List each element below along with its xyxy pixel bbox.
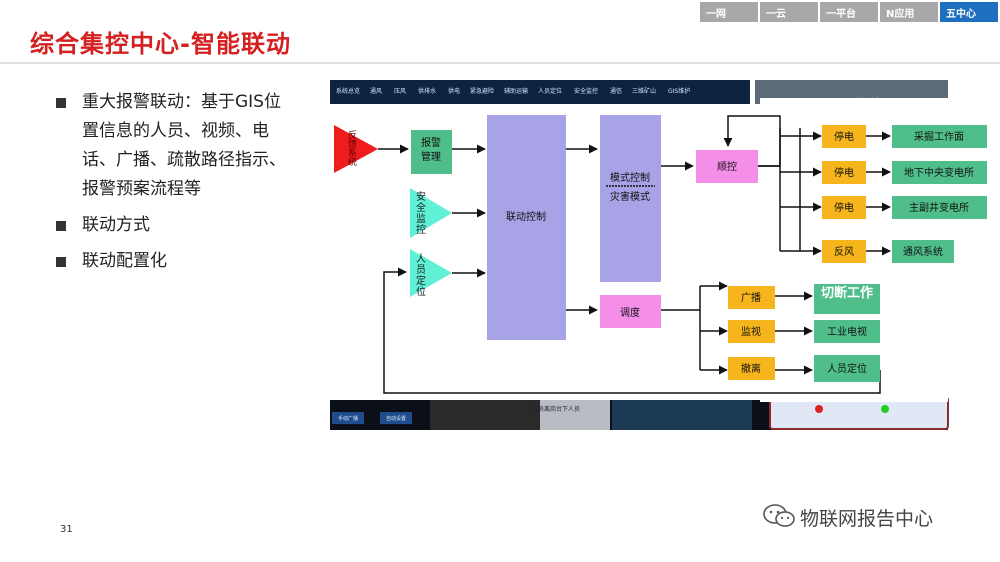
page-number: 31 <box>60 524 73 535</box>
feedback-system-label: 反馈系统 <box>348 130 357 168</box>
personnel-position-label: 人员定位 <box>416 253 426 298</box>
power-off-label: 停电 <box>834 130 854 143</box>
main-shaft-substation-label: 主副井变电所 <box>909 201 969 214</box>
ventilation-system-label: 通风系统 <box>903 245 943 258</box>
monitoring-label: 监视 <box>741 325 761 338</box>
cut-off-work-label: 切断工作 <box>821 285 873 301</box>
footer-brand: 物联网报告中心 <box>800 504 933 531</box>
reverse-air-label: 反风 <box>834 246 854 258</box>
linkage-control-label: 联动控制 <box>506 210 546 223</box>
underground-substation-label: 地下中央变电所 <box>904 166 974 179</box>
evacuation-label: 撤离 <box>741 362 761 375</box>
sequence-control-label: 顺控 <box>717 160 737 173</box>
mode-control-label: 模式控制 <box>610 171 650 184</box>
mining-face-label: 采掘工作面 <box>914 130 964 143</box>
wechat-icon <box>762 503 796 529</box>
safety-monitor-label: 安全监控 <box>416 190 426 236</box>
broadcast-label: 广播 <box>741 291 761 304</box>
disaster-mode-label: 灾害模式 <box>610 190 650 203</box>
personnel-positioning-label: 人员定位 <box>827 362 867 375</box>
industrial-tv-label: 工业电视 <box>827 325 867 338</box>
power-off-label: 停电 <box>834 166 854 179</box>
dispatch-label: 调度 <box>620 306 640 319</box>
power-off-label: 停电 <box>834 201 854 214</box>
linkage-control-box <box>487 115 566 340</box>
